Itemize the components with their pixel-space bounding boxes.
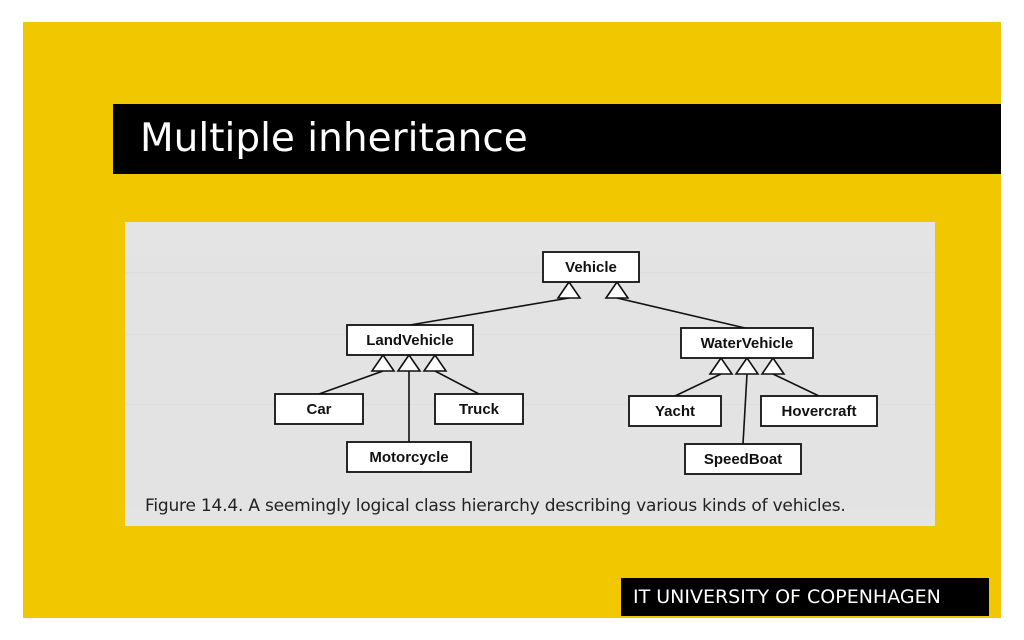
class-label-vehicle: Vehicle: [565, 259, 617, 276]
inheritance-line-watervehicle: [616, 297, 746, 329]
inheritance-line-yacht: [674, 373, 722, 397]
inheritance-arrowhead-yacht: [708, 356, 734, 375]
class-box-motorcycle: Motorcycle: [346, 441, 472, 473]
class-label-truck: Truck: [459, 401, 500, 418]
class-box-watervehicle: WaterVehicle: [680, 327, 814, 359]
inheritance-arrowhead-car: [370, 353, 396, 372]
class-box-yacht: Yacht: [628, 395, 722, 427]
inheritance-arrowhead-hovercraft: [760, 356, 786, 375]
inheritance-arrowhead-landvehicle: [556, 280, 582, 299]
class-box-rect-vehicle: [542, 251, 640, 283]
background-texture: [125, 222, 935, 526]
class-box-hovercraft: Hovercraft: [760, 395, 878, 427]
inheritance-line-car: [318, 370, 384, 395]
inheritance-line-hovercraft: [772, 373, 820, 397]
class-box-landvehicle: LandVehicle: [346, 324, 474, 356]
class-box-truck: Truck: [434, 393, 524, 425]
figure-caption: Figure 14.4. A seemingly logical class h…: [145, 496, 846, 516]
inheritance-line-landvehicle: [409, 297, 570, 326]
class-label-car: Car: [306, 401, 331, 418]
class-box-rect-watervehicle: [680, 327, 814, 359]
class-box-vehicle: Vehicle: [542, 251, 640, 283]
class-box-rect-truck: [434, 393, 524, 425]
class-box-rect-motorcycle: [346, 441, 472, 473]
class-box-rect-hovercraft: [760, 395, 878, 427]
inheritance-edges: [318, 280, 820, 445]
inheritance-arrowhead-truck: [422, 353, 448, 372]
slide-title: Multiple inheritance: [140, 116, 528, 161]
class-box-speedboat: SpeedBoat: [684, 443, 802, 475]
inheritance-line-truck: [434, 370, 480, 395]
class-label-yacht: Yacht: [655, 403, 695, 420]
inheritance-arrowhead-watervehicle: [604, 280, 630, 299]
class-label-speedboat: SpeedBoat: [704, 451, 782, 468]
class-box-rect-landvehicle: [346, 324, 474, 356]
inheritance-arrowhead-speedboat: [734, 356, 760, 375]
class-box-rect-yacht: [628, 395, 722, 427]
class-box-rect-car: [274, 393, 364, 425]
university-name: IT UNIVERSITY OF COPENHAGEN: [633, 586, 941, 608]
class-box-rect-speedboat: [684, 443, 802, 475]
class-label-landvehicle: LandVehicle: [366, 332, 454, 349]
inheritance-line-speedboat: [742, 373, 748, 445]
inheritance-arrowhead-motorcycle: [396, 353, 422, 372]
class-label-watervehicle: WaterVehicle: [701, 335, 794, 352]
title-bar: Multiple inheritance: [113, 104, 1001, 174]
footer-bar: IT UNIVERSITY OF COPENHAGEN: [621, 578, 989, 616]
class-box-car: Car: [274, 393, 364, 425]
class-label-motorcycle: Motorcycle: [369, 449, 448, 466]
class-label-hovercraft: Hovercraft: [781, 403, 856, 420]
